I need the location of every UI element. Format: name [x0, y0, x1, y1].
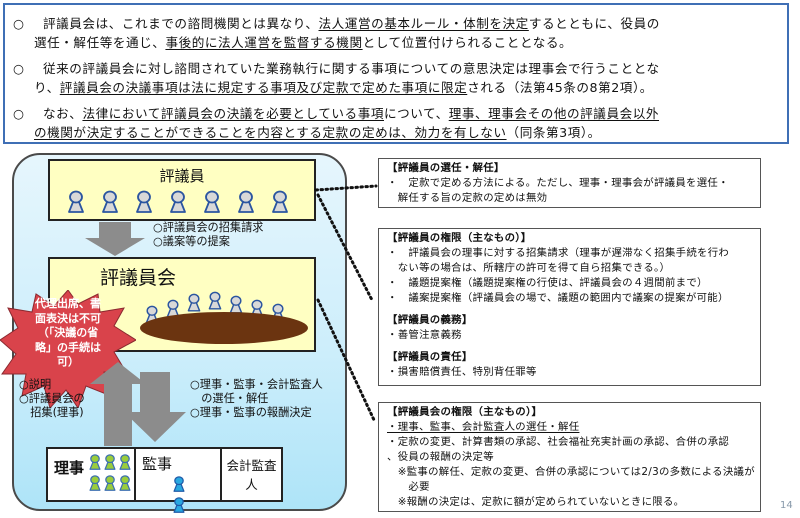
up-arrow-icon [90, 362, 146, 446]
councilor-icons [66, 189, 304, 217]
person-icon [238, 190, 254, 213]
person-icon [104, 454, 116, 470]
down-arrow-icon [124, 372, 186, 442]
meeting-table-icon [140, 312, 308, 344]
connector-council-powers [316, 298, 376, 422]
person-icon [89, 454, 101, 470]
up-arrow-text-3: 招集(理事) [19, 406, 84, 419]
down-arrow-text-2: の選任・解任 [190, 392, 269, 405]
officers-table: 理事 監事 会計監査人 [46, 447, 283, 513]
council-request-1: ○評議員会の招集請求 [153, 221, 264, 234]
note-heading: 【評議員の権限（主なもの）】 [387, 232, 532, 244]
note-councilor-powers: 【評議員の権限（主なもの）】 ・ 評議員会の理事に対する招集請求（理事が遅滞なく… [378, 228, 761, 386]
down-arrow-text-3: ○理事・監事の報酬決定 [190, 406, 312, 419]
council-label: 評議員会 [100, 267, 177, 289]
person-icon [173, 476, 185, 492]
up-arrow-text-1: ○説明 [19, 378, 52, 391]
note-heading: 【評議員の義務】 [387, 314, 473, 326]
directors-label: 理事 [54, 459, 85, 477]
person-icon [170, 190, 186, 213]
councilors-label: 評議員 [159, 167, 205, 185]
auditors-cell: 監事 [136, 449, 222, 513]
note-heading: 【評議員の選任・解任】 [387, 162, 505, 174]
person-icon [119, 454, 131, 470]
directors-cell: 理事 [48, 449, 136, 500]
intro-box: ○評議員会は、これまでの諮問機関とは異なり、法人運営の基本ルール・体制を決定する… [3, 3, 789, 144]
intro-paragraph-2: ○従来の評議員会に対し諮問されていた業務執行に関する事項についての意思決定は理事… [13, 61, 660, 95]
bullet-circle-icon: ○ [13, 106, 25, 121]
note-council-powers: 【評議員会の権限（主なもの）】 ・理事、監事、会計監査人の選任・解任 ・定款の変… [378, 402, 761, 512]
auditors-label: 監事 [142, 455, 173, 473]
person-icon [187, 293, 201, 312]
down-arrow-icon [85, 222, 145, 256]
person-icon [204, 190, 220, 213]
person-icon [89, 475, 101, 491]
accounting-auditor-cell: 会計監査人 [222, 449, 281, 500]
person-icon [104, 475, 116, 491]
person-icon [208, 291, 222, 310]
director-icons [88, 453, 134, 495]
connector-councilors-powers [316, 193, 374, 302]
person-icon [136, 190, 152, 213]
person-icon [119, 475, 131, 491]
note-heading: 【評議員の責任】 [387, 351, 473, 363]
auditor-icons [172, 475, 220, 517]
councilors-box: 評議員 [48, 159, 316, 221]
council-request-2: ○議案等の提案 [153, 235, 230, 248]
person-icon [68, 190, 84, 213]
person-icon [272, 190, 288, 213]
arrows [90, 362, 186, 446]
bullet-circle-icon: ○ [13, 61, 25, 76]
note-heading: 【評議員会の権限（主なもの）】 [387, 406, 543, 418]
note-councilor-selection: 【評議員の選任・解任】 ・ 定款で定める方法による。ただし、理事・理事会が評議員… [378, 158, 761, 208]
page-number: 14 [780, 500, 793, 511]
down-arrow-text-1: ○理事・監事・会計監査人 [190, 378, 323, 391]
connector-councilors-selection [314, 184, 378, 192]
person-icon [102, 190, 118, 213]
person-icon [166, 299, 180, 318]
bullet-circle-icon: ○ [13, 16, 25, 31]
burst-text: 代理出席、書 面表決は不可 （「決議の省 略」の手続は 可） [35, 297, 101, 368]
accounting-auditor-label: 会計監査人 [226, 458, 277, 492]
person-icon [173, 497, 185, 513]
intro-paragraph-1: ○評議員会は、これまでの諮問機関とは異なり、法人運営の基本ルール・体制を決定する… [13, 16, 660, 50]
intro-paragraph-3: ○なお、法律において評議員会の決議を必要としている事項について、理事、理事会その… [13, 106, 660, 140]
up-arrow-text-2: ○評議員会の [19, 392, 85, 405]
